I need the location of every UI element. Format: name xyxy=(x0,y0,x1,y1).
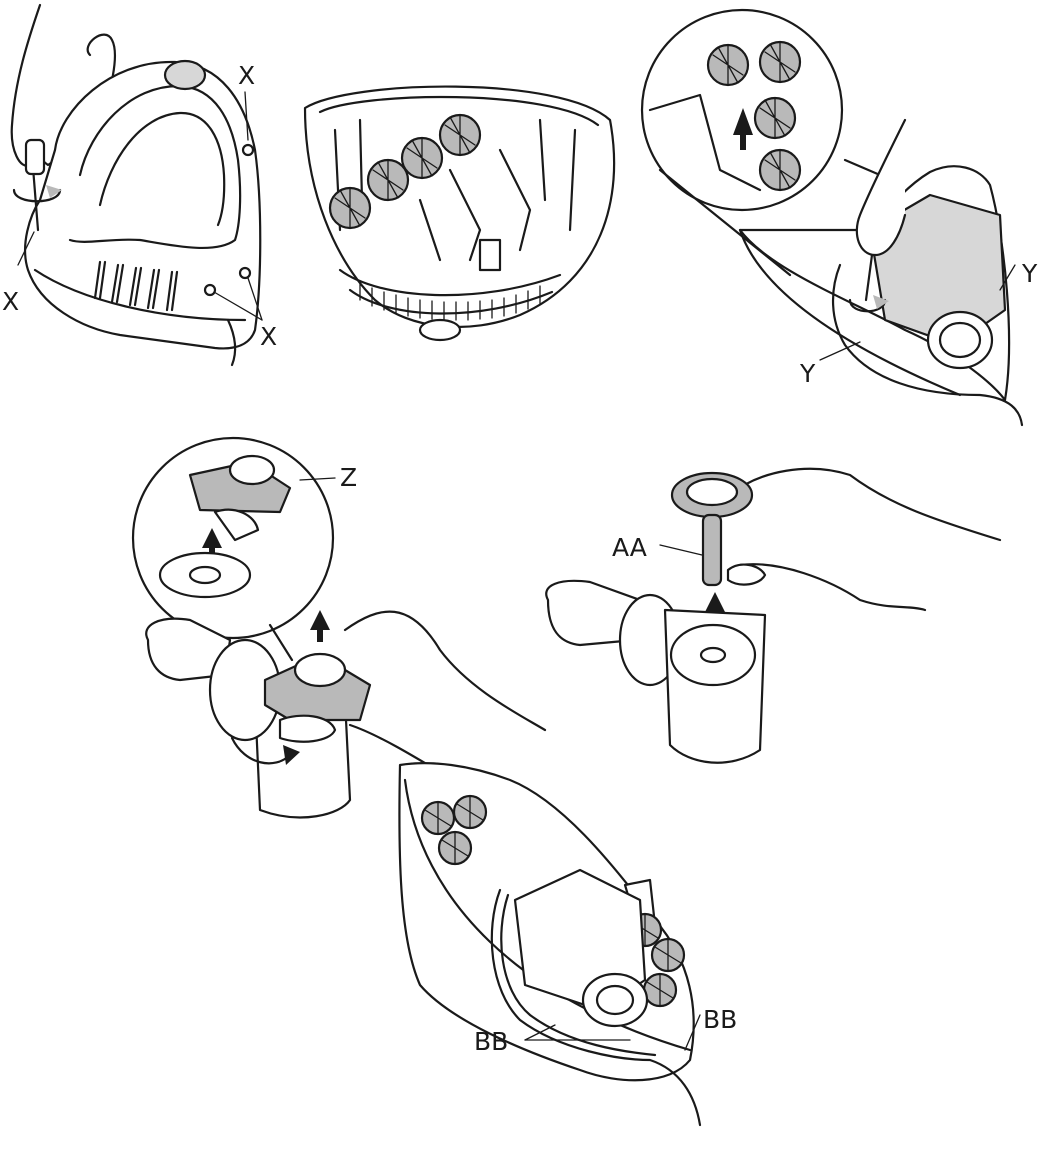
label-z: Z xyxy=(340,463,357,492)
step-remove-cover: X X X xyxy=(2,5,277,365)
filter-cartridge xyxy=(454,796,486,828)
magnifier-connector xyxy=(270,625,292,660)
label-bb-left: BB xyxy=(474,1027,508,1056)
filter-cartridge xyxy=(760,42,800,82)
filter-cartridge xyxy=(760,150,800,190)
label-x-top: X xyxy=(238,61,255,90)
filter-cartridge xyxy=(422,802,454,834)
filter-cartridge xyxy=(708,45,748,85)
basket-slot xyxy=(480,240,500,270)
label-aa: AA xyxy=(612,533,647,562)
screw-point xyxy=(205,285,215,295)
filter-cartridge xyxy=(755,98,795,138)
basket-foot xyxy=(420,320,460,340)
hand-bottom xyxy=(740,564,925,610)
hand-fingers xyxy=(857,120,905,255)
label-x-right: X xyxy=(260,322,277,351)
screw-point xyxy=(240,268,250,278)
step-route-cords: BB BB xyxy=(399,763,737,1125)
step-remove-motor: Y Y xyxy=(642,10,1038,425)
shaft-stem xyxy=(703,515,721,585)
filter-cartridge xyxy=(652,939,684,971)
filter-cartridge xyxy=(440,115,480,155)
thumb xyxy=(280,716,335,742)
shaft-cap-vent xyxy=(687,479,737,505)
filter-cartridge xyxy=(439,832,471,864)
fan-cap-vent xyxy=(230,456,274,484)
filter-cartridge xyxy=(402,138,442,178)
motor-fan-core xyxy=(940,323,980,357)
leader-line xyxy=(660,545,702,555)
hand-top xyxy=(345,612,545,730)
motor-top xyxy=(671,625,755,685)
leader-line xyxy=(820,342,860,360)
up-arrow xyxy=(310,610,330,642)
motor-top-detail xyxy=(160,553,250,597)
label-x-left: X xyxy=(2,287,19,316)
filter-cartridge xyxy=(330,188,370,228)
screw-point xyxy=(243,145,253,155)
step-basket-filters xyxy=(305,87,614,340)
hand-top xyxy=(730,469,1000,540)
motor-fan-core xyxy=(597,986,633,1014)
cover-knob xyxy=(165,61,205,89)
label-y-left: Y xyxy=(799,359,816,388)
fan-cap-vent xyxy=(295,654,345,686)
cover-body xyxy=(25,62,260,348)
filter-cartridge xyxy=(368,160,408,200)
screwdriver-handle xyxy=(26,140,44,174)
label-bb-right: BB xyxy=(703,1005,737,1034)
step-remove-shaft: AA xyxy=(546,469,1000,763)
filter-cartridge xyxy=(644,974,676,1006)
step-remove-fan-cap: Z xyxy=(133,438,545,817)
label-y-right: Y xyxy=(1021,259,1038,288)
thumb xyxy=(728,565,765,585)
